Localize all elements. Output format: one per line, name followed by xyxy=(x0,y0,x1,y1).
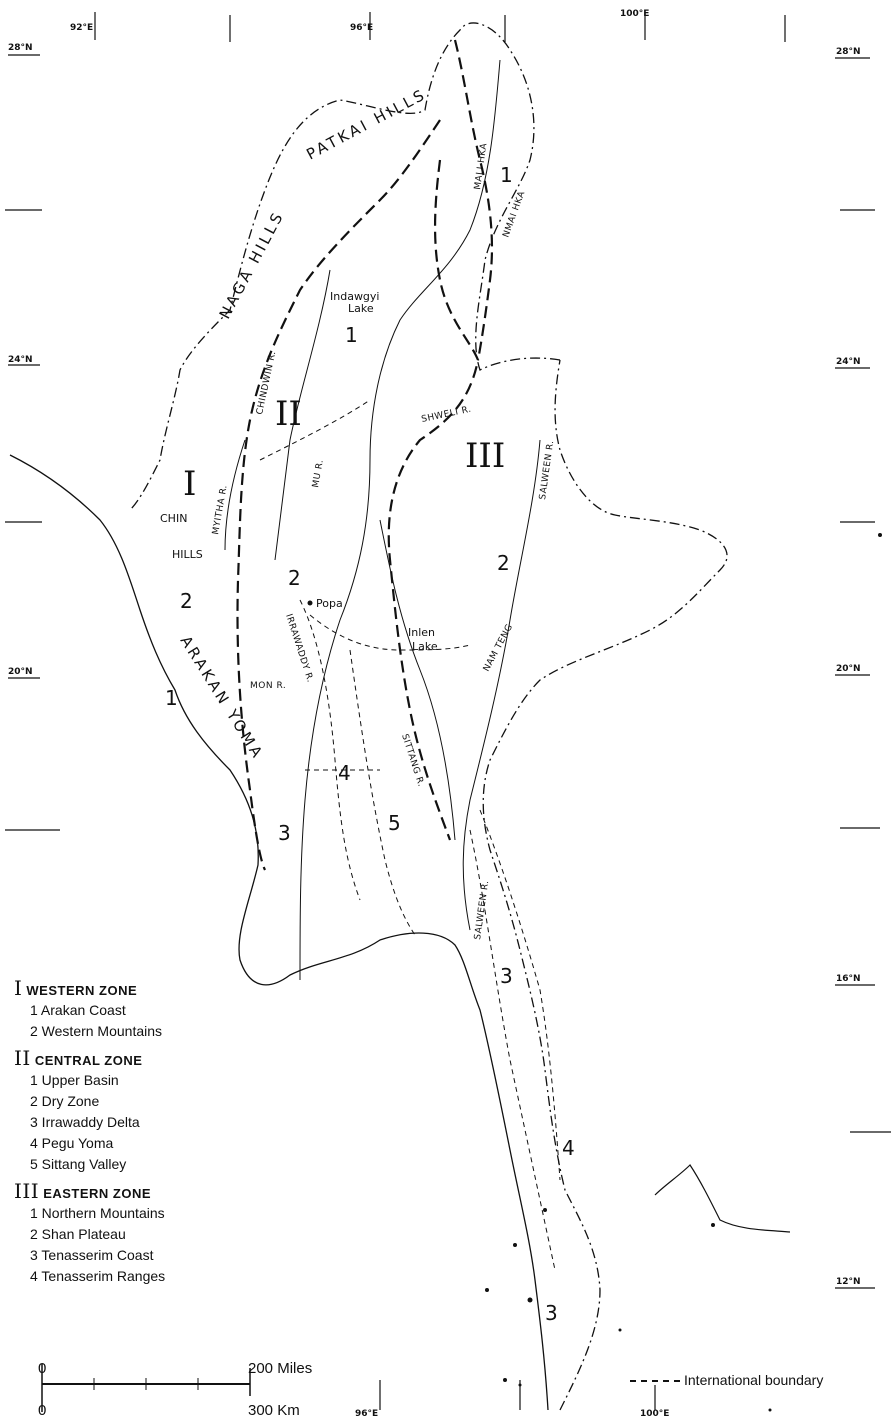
boundary-symbol xyxy=(630,1380,680,1383)
label-nam-teng: NAM TENG xyxy=(482,622,515,673)
legend-item: 4 Pegu Yoma xyxy=(30,1135,114,1151)
legend-item: 1 Northern Mountains xyxy=(30,1205,165,1221)
coord-left-28n: 28°N xyxy=(8,43,33,53)
label-irrawaddy-r: IRRAWADDY R. xyxy=(283,613,315,684)
subzone-II-2: 2 xyxy=(288,566,301,590)
scale-km-label: 300 Km xyxy=(248,1402,300,1419)
subzone-II-1: 1 xyxy=(345,323,358,347)
graticule-ticks xyxy=(5,12,891,1410)
subzone-III-4: 4 xyxy=(562,1136,575,1160)
legend-numeral-III: III xyxy=(14,1179,40,1203)
subzone-III-1: 1 xyxy=(500,163,513,187)
label-naga-hills: NAGA HILLS xyxy=(216,208,288,322)
label-inlen-lake: Lake xyxy=(412,640,438,653)
legend-title-western: WESTERN ZONE xyxy=(26,983,138,998)
subzone-numbers: 1 2 1 2 3 4 5 1 2 3 4 3 xyxy=(165,163,575,1325)
label-inlen: Inlen xyxy=(408,626,435,639)
legend-title-eastern: EASTERN ZONE xyxy=(43,1186,152,1201)
subzone-II-4: 4 xyxy=(338,761,351,785)
islands xyxy=(485,533,882,1412)
coord-right-28n: 28°N xyxy=(836,47,861,57)
label-chin: CHIN xyxy=(160,512,187,525)
legend-numeral-II: II xyxy=(14,1046,31,1070)
legend-item: 2 Shan Plateau xyxy=(30,1226,126,1242)
scale-miles-label: 200 Miles xyxy=(248,1360,313,1377)
coord-left-24n: 24°N xyxy=(8,355,33,365)
boundary-key: International boundary xyxy=(630,1372,823,1388)
thailand-border xyxy=(654,1164,791,1233)
legend-title-central: CENTRAL ZONE xyxy=(34,1053,143,1068)
country-east-edge xyxy=(482,359,728,1411)
boundary-label: International boundary xyxy=(684,1372,824,1388)
label-salween-r-north: SALWEEN R. xyxy=(538,440,556,501)
legend-item: 2 Dry Zone xyxy=(30,1093,100,1109)
subzone-II-5: 5 xyxy=(388,811,401,835)
scale-zero-top: 0 xyxy=(38,1360,47,1377)
label-shweli-r: SHWELI R. xyxy=(421,405,473,425)
coord-right-12n: 12°N xyxy=(836,1277,861,1287)
coord-right-16n: 16°N xyxy=(836,974,861,984)
coord-top-92e: 92°E xyxy=(70,23,93,33)
label-arakan-yoma: ARAKAN YOMA xyxy=(177,633,268,763)
scale-bar: 0 200 Miles 0 300 Km xyxy=(30,1360,330,1420)
coord-bottom-96e: 96°E xyxy=(355,1409,378,1419)
legend-item: 4 Tenasserim Ranges xyxy=(30,1268,166,1284)
coastline xyxy=(9,454,549,1411)
coord-right-20n: 20°N xyxy=(836,664,861,674)
subzone-III-2: 2 xyxy=(497,551,510,575)
scale-bar-graphic xyxy=(41,1364,251,1412)
coord-bottom-100e: 100°E xyxy=(640,1409,669,1419)
label-nmai-hka: NMAI HKA xyxy=(501,189,527,239)
label-mali-hka: MALI HKA xyxy=(473,142,490,190)
coord-right-24n: 24°N xyxy=(836,357,861,367)
zone-label-I: I xyxy=(183,464,196,504)
label-popa: Popa xyxy=(316,597,343,610)
label-patkai-hills: PATKAI HILLS xyxy=(303,85,429,163)
label-indawgyi: Indawgyi xyxy=(330,290,379,303)
legend-item: 3 Tenasserim Coast xyxy=(30,1247,154,1263)
legend-item: 1 Arakan Coast xyxy=(30,1002,126,1018)
legend-item: 3 Irrawaddy Delta xyxy=(30,1114,140,1130)
subzone-III-3: 3 xyxy=(500,964,513,988)
rivers xyxy=(224,59,541,981)
subzone-I-1: 1 xyxy=(165,686,178,710)
subzone-II-3: 3 xyxy=(278,821,291,845)
popa-marker xyxy=(307,600,313,606)
country-north-boundary xyxy=(129,22,561,511)
subzone-III-3b: 3 xyxy=(545,1301,558,1325)
coord-top-100e: 100°E xyxy=(620,9,649,19)
zone-label-III: III xyxy=(465,436,505,476)
label-hills: HILLS xyxy=(172,548,203,561)
label-mon-r: MON R. xyxy=(250,681,286,691)
legend-item: 2 Western Mountains xyxy=(30,1023,163,1039)
subzone-I-2: 2 xyxy=(180,589,193,613)
legend-item: 1 Upper Basin xyxy=(30,1072,119,1088)
legend-item: 5 Sittang Valley xyxy=(30,1156,127,1172)
label-myitha-r: MYITHA R. xyxy=(211,484,230,535)
zone-label-II: II xyxy=(275,394,302,434)
scale-zero-bottom: 0 xyxy=(38,1402,47,1419)
label-mu-r: MU R. xyxy=(311,459,326,489)
subzone-boundaries xyxy=(259,399,561,1271)
label-indawgyi-lake: Lake xyxy=(348,302,374,315)
legend-numeral-I: I xyxy=(14,976,23,1000)
coord-left-20n: 20°N xyxy=(8,667,33,677)
coord-top-96e: 96°E xyxy=(350,23,373,33)
zone-boundaries xyxy=(236,39,494,871)
